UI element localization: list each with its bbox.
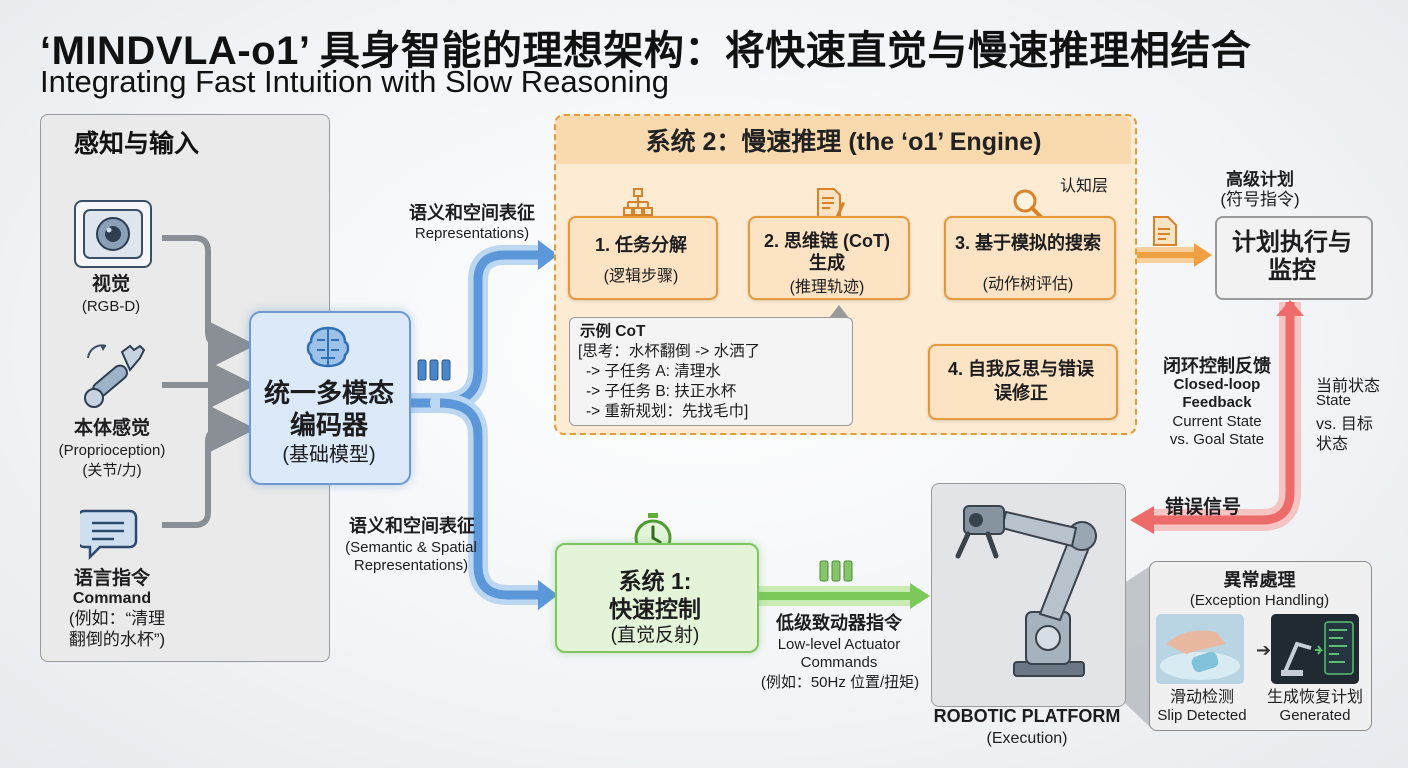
step1-box: [568, 216, 718, 300]
recovery-plan-en: Generated: [1279, 707, 1351, 724]
actuator-en1: Low-level Actuator: [777, 636, 901, 653]
bottom-arrow-sub1: (Semantic & Spatial: [345, 539, 477, 556]
actuator-en2: Commands: [800, 654, 878, 671]
slip-photo-icon: [1156, 614, 1244, 684]
system1-line1: 系统 1:: [618, 568, 692, 594]
cot-line-4: -> 重新规划：先找毛巾]: [586, 403, 749, 420]
cot-pointer: [829, 305, 849, 318]
system1-line3: (直觉反射): [610, 625, 700, 646]
top-arrow-sub: Representations): [414, 225, 530, 242]
exception-sub: (Exception Handling): [1189, 592, 1330, 609]
slip-detected-cn: 滑动检测: [1169, 689, 1234, 706]
feedback-en1: Closed-loop: [1173, 376, 1261, 393]
bottom-arrow-label: 语义和空间表征: [349, 516, 475, 536]
feedback-right4: 状态: [1316, 436, 1349, 453]
brain-icon: [303, 322, 353, 372]
feedback-right3: vs. 目标: [1316, 416, 1373, 433]
cot-title: 示例 CoT: [580, 323, 646, 340]
feedback-en2: Feedback: [1182, 394, 1252, 411]
feedback-en3: Current State: [1172, 413, 1262, 430]
robot-arm-illustration-icon: [944, 492, 1114, 700]
error-signal-label: 错误信号: [1165, 497, 1242, 518]
step2-box: [748, 216, 910, 300]
step4-title1: 4. 自我反思与错误: [947, 359, 1094, 379]
top-arrow-label: 语义和空间表征: [409, 203, 535, 223]
robot-arm-icon: [76, 340, 152, 412]
system1-line2: 快速控制: [609, 596, 701, 622]
step3-title: 3. 基于模拟的搜索: [954, 233, 1101, 253]
proprio-label: 本体感觉: [73, 418, 150, 439]
step3-box: [944, 216, 1116, 300]
plan-above1: 高级计划: [1226, 170, 1294, 189]
plan-line1: 计划执行与: [1232, 229, 1352, 256]
language-sub1: Command: [72, 590, 152, 607]
robot-platform-label: ROBOTIC PLATFORM: [933, 706, 1121, 726]
cot-example-box: [569, 317, 853, 426]
proprio-sub2: (关节/力): [82, 462, 142, 479]
encoder-line2: 编码器: [289, 409, 368, 440]
cot-line-1: [思考：水杯翻倒 -> 水洒了: [578, 343, 761, 360]
feedback-cn: 闭环控制反馈: [1163, 356, 1271, 376]
step1-title: 1. 任务分解: [594, 235, 687, 255]
robot-platform-sub: (Execution): [986, 730, 1068, 747]
encoder-line1: 统一多模态: [263, 378, 394, 408]
language-sub3: 翻倒的水杯”): [68, 630, 166, 649]
cognitive-layer-label: 认知层: [1060, 178, 1109, 195]
step4-title2: 误修正: [994, 383, 1048, 403]
system1-box: [555, 543, 759, 653]
system2-header: [556, 116, 1131, 164]
actuator-example: (例如：50Hz 位置/扭矩): [760, 674, 920, 691]
feedback-en4: vs. Goal State: [1169, 431, 1265, 448]
vision-label: 视觉: [91, 274, 130, 295]
hierarchy-icon: [622, 186, 654, 218]
bottom-arrow-sub2: Representations): [353, 557, 469, 574]
exception-title: 異常處理: [1223, 570, 1296, 590]
step3-sub: (动作树评估): [982, 276, 1074, 293]
feedback-right2: State: [1316, 392, 1352, 409]
cot-line-2: -> 子任务 A: 清理水: [586, 363, 721, 380]
system2-title: 系统 2：慢速推理 (the ‘o1’ Engine): [645, 128, 1042, 156]
feedback-right1: 当前状态: [1316, 378, 1381, 395]
perception-title: 感知与输入: [74, 130, 200, 158]
camera-icon: [74, 200, 152, 268]
recovery-plan-icon: [1271, 614, 1359, 684]
plan-line2: 监控: [1268, 257, 1316, 284]
step2-sub: (推理轨迹): [789, 279, 865, 296]
plan-document-icon: [1150, 215, 1180, 247]
plan-monitor-box: [1215, 216, 1373, 300]
recovery-plan-cn: 生成恢复计划: [1266, 689, 1363, 706]
encoder-line3: (基础模型): [282, 444, 376, 467]
encoder-label: 统一多模态 编码器 (基础模型): [249, 378, 409, 469]
arrow-right-icon: ➔: [1256, 640, 1272, 660]
plan-above2: (符号指令): [1220, 190, 1300, 209]
step4-box: [928, 344, 1118, 420]
proprio-sub1: (Proprioception): [58, 442, 166, 459]
page-subtitle: Integrating Fast Intuition with Slow Rea…: [40, 64, 669, 99]
step2-title1: 2. 思维链 (CoT): [764, 231, 890, 251]
cot-line-3: -> 子任务 B: 扶正水杯: [586, 383, 737, 400]
document-pen-icon: [812, 186, 846, 220]
vision-sub: (RGB-D): [81, 298, 141, 315]
step2-title2: 生成: [809, 253, 845, 273]
page-title: ‘MINDVLA-o1’ 具身智能的理想架构：将快速直觉与慢速推理相结合: [40, 29, 1252, 73]
actuator-cn: 低级致动器指令: [776, 613, 902, 633]
slip-detected-en: Slip Detected: [1157, 707, 1247, 724]
language-sub2: (例如：“清理: [68, 609, 166, 628]
step1-sub: (逻辑步骤): [603, 268, 679, 285]
language-label: 语言指令: [73, 568, 150, 589]
